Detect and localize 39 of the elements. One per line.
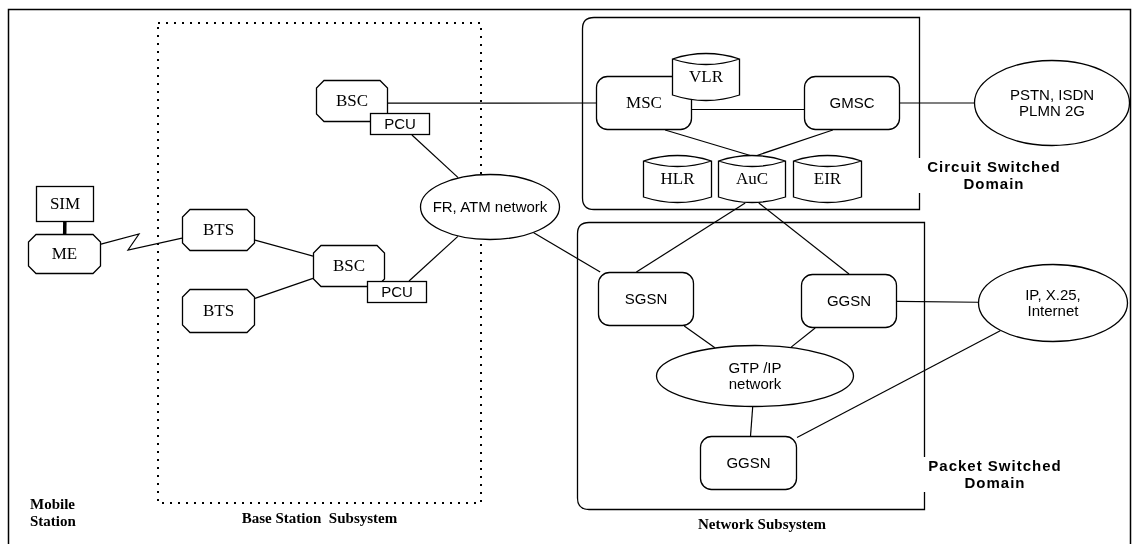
rounded-box: MSC [596, 76, 692, 130]
network-ellipse: IP, X.25, Internet [978, 264, 1128, 342]
connection-line [635, 202, 746, 273]
rectangle-box: PCU [367, 281, 427, 303]
rectangle-box: SIM [36, 186, 94, 222]
connection-line [796, 330, 1001, 439]
connection-line [533, 232, 601, 273]
database-cylinder: HLR [643, 155, 712, 203]
database-cylinder: AuC [718, 155, 786, 203]
database-cylinder: EIR [793, 155, 862, 203]
octagon-box: BTS [182, 209, 255, 251]
rounded-box: GGSN [700, 436, 797, 490]
connection-line [683, 325, 716, 349]
octagon-box: ME [28, 234, 101, 274]
connection-line [758, 202, 850, 275]
octagon-box: BSC [313, 245, 385, 287]
rounded-box: SGSN [598, 272, 694, 326]
connection-line [254, 239, 314, 257]
rectangle-box: PCU [370, 113, 430, 135]
octagon-box: BTS [182, 289, 255, 333]
rounded-box: GGSN [801, 274, 897, 328]
connection-line [899, 102, 975, 104]
section-label: Network Subsystem [697, 516, 827, 534]
wireless-link [100, 233, 183, 251]
section-label: Mobile Station [30, 496, 77, 531]
connection-line [691, 108, 805, 111]
database-cylinder: VLR [672, 53, 740, 101]
network-ellipse: PSTN, ISDN PLMN 2G [974, 60, 1130, 146]
connection-line [62, 222, 67, 234]
network-ellipse: FR, ATM network [420, 174, 560, 240]
network-ellipse: GTP /IP network [656, 345, 854, 407]
connection-line [411, 134, 459, 179]
rounded-box: GMSC [804, 76, 900, 130]
connection-line [749, 406, 754, 437]
connection-line [790, 327, 816, 348]
connection-line [254, 277, 314, 299]
connection-line [408, 235, 459, 282]
connection-line [387, 102, 597, 104]
connection-line [896, 300, 979, 303]
